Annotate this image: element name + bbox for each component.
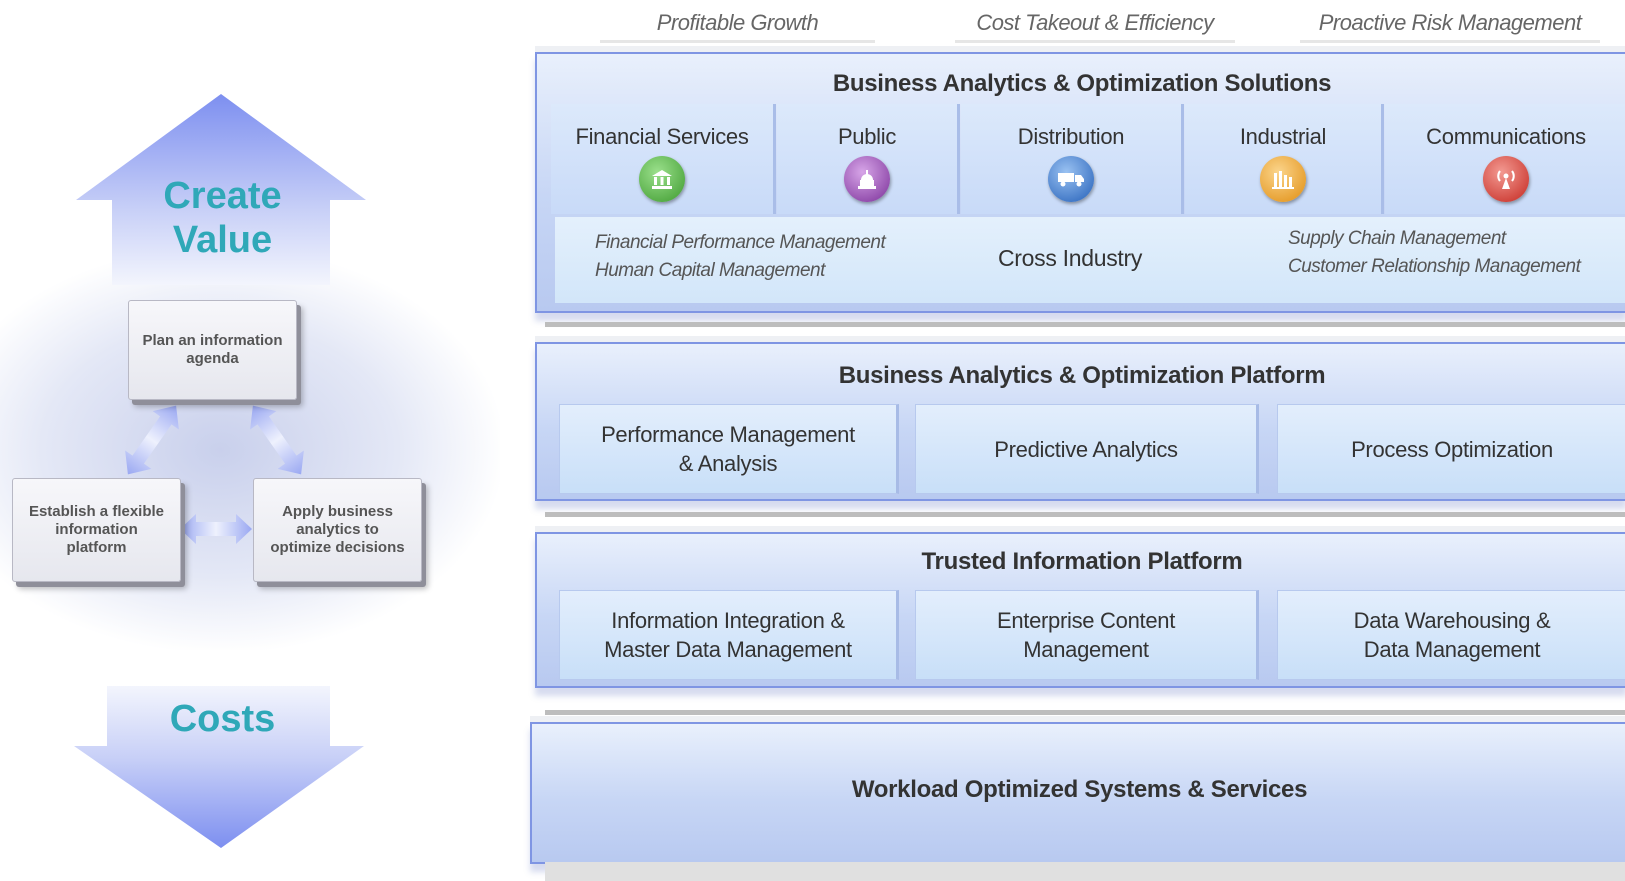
goal-profitable-growth: Profitable Growth [600,10,875,43]
workload-title: Workload Optimized Systems & Services [851,776,1308,803]
platform-cell-process: Process Optimization [1277,404,1625,494]
trusted-cell-content: Enterprise Content Management [915,590,1259,680]
bank-icon [639,156,685,202]
cross-industry-band: Financial Performance Management Human C… [555,217,1625,303]
layer-separator [545,322,1625,327]
goal-cost-takeout: Cost Takeout & Efficiency [955,10,1235,43]
costs-label: Costs [169,698,276,740]
cell-text: Information Integration & Master Data Ma… [604,608,852,662]
establish-platform-box: Establish a flexible information platfor… [12,478,181,582]
truck-icon [1048,156,1094,202]
base-shadow [545,862,1625,881]
layer-separator [545,512,1625,517]
solutions-title: Business Analytics & Optimization Soluti… [832,70,1332,97]
cell-text: Predictive Analytics [994,436,1178,462]
plan-agenda-box: Plan an information agenda [128,300,297,400]
cross-right-list: Supply Chain Management Customer Relatio… [1288,225,1581,281]
diagonal-arrow-left [125,405,179,475]
apply-analytics-text: Apply business analytics to optimize dec… [270,503,405,556]
cross-left-item: Financial Performance Management [595,232,886,253]
apply-analytics-box: Apply business analytics to optimize dec… [253,478,422,582]
diagonal-arrow-right [250,405,304,475]
establish-platform-text: Establish a flexible information platfor… [28,503,165,556]
layer-separator [545,710,1625,715]
cell-text: Process Optimization [1351,436,1553,462]
horizontal-arrow [180,514,252,544]
industry-label: Industrial [1239,124,1327,149]
goal-risk-management: Proactive Risk Management [1300,10,1600,43]
plan-agenda-text: Plan an information agenda [142,332,283,367]
cross-right-item: Customer Relationship Management [1288,256,1581,277]
cell-text: Enterprise Content Management [996,608,1176,662]
platform-cell-performance: Performance Management & Analysis [559,404,899,494]
factory-icon [1260,156,1306,202]
workload-layer: Workload Optimized Systems & Services [530,722,1625,864]
platform-title: Business Analytics & Optimization Platfo… [838,362,1326,389]
platform-layer: Business Analytics & Optimization Platfo… [535,342,1625,501]
cell-text: Performance Management & Analysis [601,422,855,476]
trusted-cell-integration: Information Integration & Master Data Ma… [559,590,899,680]
trusted-title: Trusted Information Platform [921,548,1243,575]
solutions-layer: Business Analytics & Optimization Soluti… [535,52,1625,313]
cell-text: Data Warehousing & Data Management [1353,608,1551,662]
industry-communications: Communications [1385,104,1625,214]
industry-distribution: Distribution [961,104,1184,214]
industry-industrial: Industrial [1185,104,1384,214]
industry-label: Communications [1426,124,1586,149]
industry-label: Distribution [1017,124,1125,149]
cross-industry-label: Cross Industry [998,245,1143,271]
industry-financial-services: Financial Services [551,104,776,214]
industry-label: Public [837,124,897,149]
capitol-icon [844,156,890,202]
platform-cell-predictive: Predictive Analytics [915,404,1259,494]
industry-public: Public [777,104,960,214]
arrows-graphic [74,94,366,848]
industry-label: Financial Services [575,124,749,149]
cross-left-item: Human Capital Management [595,260,825,281]
create-value-label: Create Value [163,175,282,261]
antenna-icon [1483,156,1529,202]
cross-right-item: Supply Chain Management [1288,228,1506,249]
cross-left-list: Financial Performance Management Human C… [595,229,886,285]
up-arrow [76,94,366,285]
trusted-cell-warehousing: Data Warehousing & Data Management [1277,590,1625,680]
down-arrow [74,686,364,848]
trusted-layer: Trusted Information Platform Information… [535,532,1625,688]
